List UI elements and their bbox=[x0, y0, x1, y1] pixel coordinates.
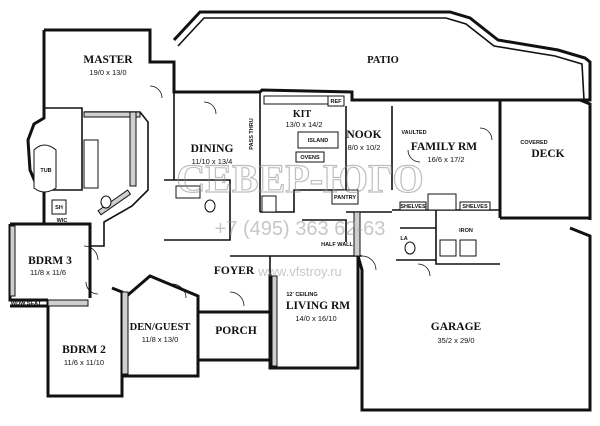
family-dim: 16/6 x 17/2 bbox=[427, 155, 464, 164]
shelves-right-label: SHELVES bbox=[462, 204, 488, 210]
wic-label: WIC bbox=[57, 218, 68, 224]
watermark-phone: +7 (495) 363 62-63 bbox=[215, 218, 386, 240]
room-labels: MASTER 19/0 x 13/0 PATIO DINING 11/10 x … bbox=[28, 54, 565, 367]
bdrm2-dim: 11/6 x 11/10 bbox=[64, 358, 104, 367]
range-left bbox=[261, 195, 277, 213]
garage-dim: 35/2 x 29/0 bbox=[437, 336, 474, 345]
nook-dim: 8/0 x 10/2 bbox=[348, 143, 381, 152]
vanity-counter bbox=[83, 139, 99, 189]
tub-label: TUB bbox=[40, 168, 51, 174]
porch-name: PORCH bbox=[215, 325, 257, 337]
deck-name: DECK bbox=[531, 148, 564, 160]
garage-name: GARAGE bbox=[431, 321, 482, 333]
family-name: FAMILY RM bbox=[411, 141, 477, 153]
shelves-left-box bbox=[399, 201, 427, 211]
pantry-label: PANTRY bbox=[334, 195, 356, 201]
shelves-right-box bbox=[459, 201, 491, 211]
foyer-name: FOYER bbox=[214, 265, 255, 277]
living-dim: 14/0 x 16/10 bbox=[295, 314, 336, 323]
watermark: СЕВЕР-ЮГО +7 (495) 363 62-63 www.vfstroy… bbox=[176, 155, 424, 279]
island-label: ISLAND bbox=[308, 138, 329, 144]
washer bbox=[439, 239, 457, 257]
bdrm3-dim: 11/8 x 11/6 bbox=[30, 268, 66, 277]
fixtures: TUB SH ISLAND REF OVENS PANTRY SHELVES S… bbox=[11, 95, 491, 307]
shower-fixture bbox=[51, 199, 67, 215]
kit-dim: 13/0 x 14/2 bbox=[285, 120, 322, 129]
master-dim: 19/0 x 13/0 bbox=[89, 68, 126, 77]
deck-note: COVERED bbox=[520, 140, 547, 146]
toilet-laundry bbox=[404, 241, 416, 255]
tub-fixture bbox=[33, 144, 57, 193]
watermark-site: www.vfstroy.ru bbox=[257, 264, 342, 279]
den-name: DEN/GUEST bbox=[130, 322, 191, 333]
half-wall-label: HALF WALL bbox=[321, 242, 353, 248]
door-swings bbox=[83, 85, 493, 307]
ref-label: REF bbox=[331, 99, 343, 105]
master-name: MASTER bbox=[83, 54, 133, 66]
hatched-walls bbox=[9, 111, 361, 375]
toilet-hall bbox=[204, 199, 216, 213]
window-seat-label: WDW SEAT bbox=[11, 301, 42, 307]
pass-thru-label: PASS THRU bbox=[249, 118, 255, 149]
shelves-left-label: SHELVES bbox=[400, 204, 426, 210]
pantry-box bbox=[331, 189, 359, 205]
dining-name: DINING bbox=[191, 143, 234, 155]
vanity-hall bbox=[175, 185, 201, 199]
kitchen-island bbox=[297, 131, 339, 149]
watermark-logo: СЕВЕР-ЮГО bbox=[176, 156, 423, 201]
fireplace bbox=[427, 193, 457, 211]
patio-name: PATIO bbox=[367, 55, 399, 66]
patio-outline bbox=[172, 10, 592, 102]
bdrm3-name: BDRM 3 bbox=[28, 255, 72, 267]
living-note: 12' CEILING bbox=[286, 292, 317, 298]
ref-box bbox=[327, 95, 345, 107]
den-dim: 11/8 x 13/0 bbox=[142, 335, 179, 344]
nook-name: NOOK bbox=[346, 129, 381, 141]
dryer bbox=[459, 239, 477, 257]
ovens-box bbox=[295, 151, 325, 163]
ovens-label: OVENS bbox=[300, 155, 320, 161]
living-name: LIVING RM bbox=[286, 300, 350, 312]
iron-label: IRON bbox=[459, 228, 473, 234]
family-note: VAULTED bbox=[401, 130, 426, 136]
la-label: LA bbox=[400, 236, 407, 242]
toilet-master bbox=[100, 195, 112, 209]
bdrm2-name: BDRM 2 bbox=[62, 344, 106, 356]
shower-label: SH bbox=[55, 205, 63, 211]
kit-name: KIT bbox=[293, 109, 312, 120]
dining-dim: 11/10 x 13/4 bbox=[192, 157, 233, 166]
